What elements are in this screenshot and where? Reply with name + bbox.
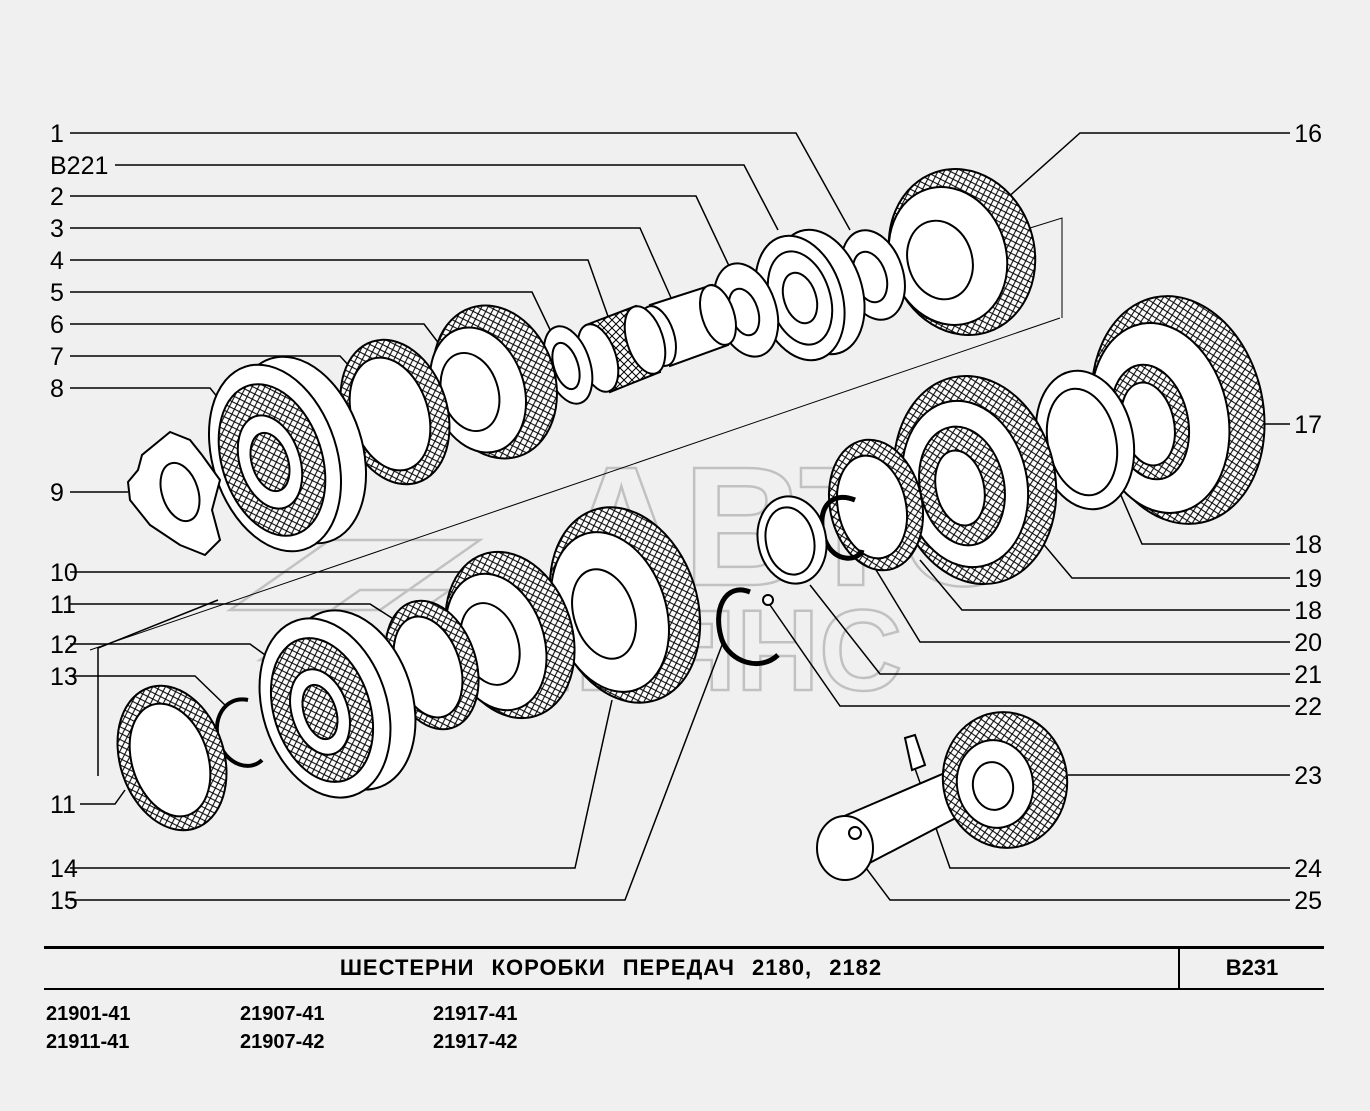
callout-2: 2	[50, 183, 64, 211]
gear-14	[548, 506, 702, 704]
callout-5: 5	[50, 279, 64, 307]
page-code: B231	[1225, 955, 1279, 980]
callout-23: 23	[1294, 762, 1322, 790]
left-callouts: 1 B221 2 3 4 5 6 7 8 9 10 11 12 13 11 14…	[50, 120, 108, 915]
synchronizer-hub-8	[207, 355, 368, 553]
callout-22: 22	[1294, 693, 1322, 721]
lock-washer-9	[126, 430, 222, 557]
callout-18-upper: 18	[1294, 531, 1322, 559]
lower-shaft-assembly	[116, 506, 780, 832]
synchro-ring-18-lower	[827, 438, 925, 572]
callout-21: 21	[1294, 661, 1322, 689]
model-code: 21907-42	[240, 1031, 325, 1053]
leader-lines-left	[70, 132, 851, 901]
model-code: 21911-41	[46, 1031, 130, 1053]
callout-1: 1	[50, 120, 64, 148]
callout-13: 13	[50, 663, 78, 691]
shaft-axis	[89, 217, 1063, 651]
ring-20	[756, 495, 828, 585]
callout-9: 9	[50, 479, 64, 507]
gear-23	[941, 711, 1069, 849]
pin-24	[903, 733, 927, 772]
callout-15: 15	[50, 887, 78, 915]
callout-18-lower: 18	[1294, 597, 1322, 625]
callout-17: 17	[1294, 411, 1322, 439]
callout-b221: B221	[50, 152, 108, 180]
callout-16: 16	[1294, 120, 1322, 148]
title-divider	[1178, 949, 1180, 988]
secondary-shaft-assembly	[756, 295, 1266, 606]
exploded-gear-diagram: АВТО АЛЬЯНС	[50, 120, 1322, 915]
callout-14: 14	[50, 855, 78, 883]
title-bar: ШЕСТЕРНИ КОРОБКИ ПЕРЕДАЧ 2180, 2182 B231	[44, 946, 1324, 990]
callout-20: 20	[1294, 629, 1322, 657]
gear-16	[887, 168, 1037, 336]
callout-4: 4	[50, 247, 64, 275]
synchro-ring-11-lower	[116, 684, 228, 832]
callout-11-lower: 11	[50, 791, 76, 819]
ball-22	[762, 594, 774, 606]
callout-11-upper: 11	[50, 591, 76, 619]
callout-6: 6	[50, 311, 64, 339]
model-code: 21917-42	[433, 1031, 518, 1053]
callout-7: 7	[50, 343, 64, 371]
callout-10: 10	[50, 559, 78, 587]
snap-ring-15	[716, 587, 780, 667]
upper-shaft-assembly	[126, 168, 1037, 557]
callout-3: 3	[50, 215, 64, 243]
model-code: 21907-41	[240, 1003, 325, 1025]
page-title: ШЕСТЕРНИ КОРОБКИ ПЕРЕДАЧ 2180, 2182	[339, 955, 883, 980]
model-code: 21901-41	[46, 1003, 131, 1025]
gear-17	[1089, 295, 1266, 525]
synchro-ring-7	[339, 338, 451, 486]
model-code: 21917-41	[433, 1003, 518, 1025]
callout-24: 24	[1294, 855, 1322, 883]
synchronizer-hub-12	[258, 609, 417, 799]
callout-19: 19	[1294, 565, 1322, 593]
callout-12: 12	[50, 631, 78, 659]
right-callouts: 16 17 18 19 18 20 21 22 23 24 25	[1294, 120, 1322, 915]
synchronizer-hub-19	[892, 374, 1058, 586]
callout-8: 8	[50, 375, 64, 403]
reverse-gear-assembly	[816, 711, 1069, 881]
callout-25: 25	[1294, 887, 1322, 915]
